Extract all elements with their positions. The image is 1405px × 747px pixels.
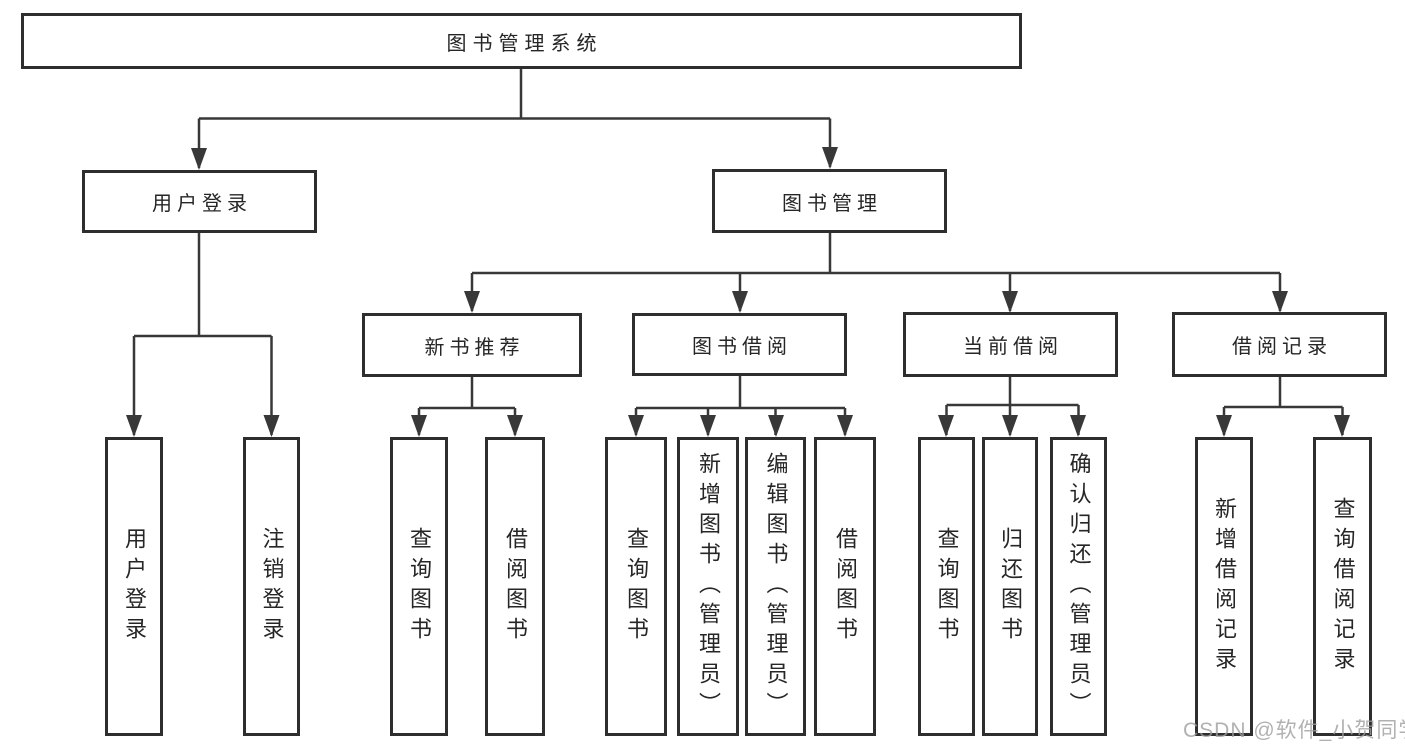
leaf-query-borrow-record: 查询借阅记录: [1313, 437, 1372, 736]
leaf-confirm-return-admin-label: 确认归还（管理员）: [1066, 451, 1092, 722]
leaf-query-borrow-record-label: 查询借阅记录: [1330, 496, 1356, 677]
node-current-borrow-label: 当前借阅: [963, 336, 1063, 358]
node-user-login-label: 用户登录: [152, 193, 252, 215]
node-borrow-records: 借阅记录: [1172, 312, 1387, 377]
leaf-query-books-recommend-label: 查询图书: [407, 526, 432, 647]
leaf-user-login: 用户登录: [105, 437, 163, 736]
leaf-borrow-books-label: 借阅图书: [833, 526, 858, 647]
node-borrow-records-label: 借阅记录: [1232, 336, 1332, 358]
leaf-return-books: 归还图书: [982, 437, 1038, 736]
leaf-query-books-borrow-label: 查询图书: [624, 526, 649, 647]
leaf-borrow-books: 借阅图书: [814, 437, 876, 736]
node-book-management-label: 图书管理: [782, 192, 882, 215]
leaf-add-borrow-record: 新增借阅记录: [1195, 437, 1253, 736]
leaf-query-books-current-label: 查询图书: [934, 526, 960, 647]
watermark: CSDN @软件_小贺同学: [1183, 719, 1405, 742]
leaf-edit-books-admin-label: 编辑图书（管理员）: [763, 451, 789, 722]
leaf-borrow-books-recommend-label: 借阅图书: [503, 526, 528, 647]
leaf-query-books-recommend: 查询图书: [390, 437, 448, 736]
node-root-library-system: 图书管理系统: [21, 13, 1022, 69]
node-book-management: 图书管理: [712, 169, 947, 233]
leaf-edit-books-admin: 编辑图书（管理员）: [745, 437, 806, 736]
node-root-label: 图书管理系统: [446, 32, 603, 55]
node-user-login: 用户登录: [82, 170, 317, 233]
node-current-borrow: 当前借阅: [903, 312, 1118, 377]
leaf-query-books-current: 查询图书: [918, 437, 975, 736]
leaf-return-books-label: 归还图书: [998, 526, 1023, 647]
node-book-borrow: 图书借阅: [632, 313, 847, 376]
node-new-book-recommend-label: 新书推荐: [424, 336, 525, 359]
leaf-confirm-return-admin: 确认归还（管理员）: [1050, 437, 1107, 736]
leaf-add-books-admin: 新增图书（管理员）: [677, 437, 739, 736]
leaf-user-login-label: 用户登录: [122, 526, 147, 647]
leaf-borrow-books-recommend: 借阅图书: [485, 437, 545, 736]
leaf-query-books-borrow: 查询图书: [605, 437, 667, 736]
leaf-add-books-admin-label: 新增图书（管理员）: [696, 451, 721, 722]
leaf-add-borrow-record-label: 新增借阅记录: [1212, 496, 1237, 677]
node-book-borrow-label: 图书借阅: [692, 336, 792, 358]
leaf-logout: 注销登录: [243, 437, 300, 736]
arrowheads: [126, 147, 1350, 437]
node-new-book-recommend: 新书推荐: [362, 313, 582, 377]
leaf-logout-label: 注销登录: [259, 526, 285, 647]
